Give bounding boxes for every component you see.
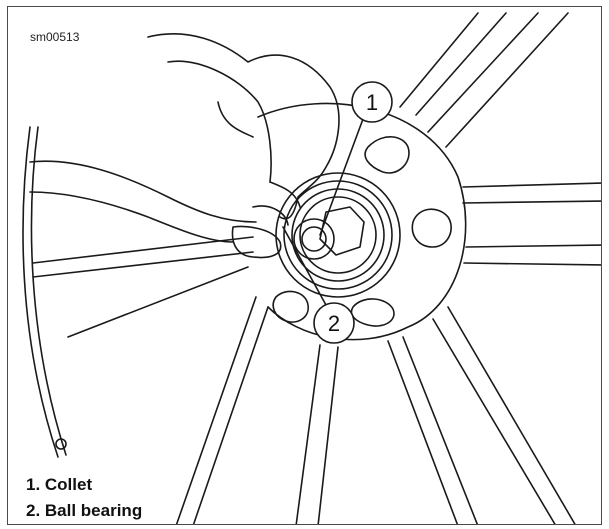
- leader-line-2: [282, 226, 327, 306]
- valve-hole: [55, 438, 67, 450]
- leader-line-1: [319, 118, 364, 236]
- figure-id: sm00513: [30, 30, 80, 44]
- callout-2-number: 2: [328, 311, 340, 336]
- callout-2: 2: [313, 302, 355, 344]
- wheel-hub-illustration: 1 2: [22, 12, 601, 524]
- spokes: [32, 12, 601, 524]
- rim-outline: [22, 126, 59, 458]
- legend-item-collet: 1. Collet: [26, 475, 93, 494]
- collet: [293, 206, 365, 260]
- rim-inner-outline: [30, 126, 67, 456]
- callout-1: 1: [351, 81, 393, 123]
- hub-outline: [257, 102, 467, 341]
- ball-bearing: [275, 172, 401, 298]
- illustration-frame: 1 2 sm00513 1. Collet 2. Ball bearing: [7, 6, 602, 525]
- legend-item-ball-bearing: 2. Ball bearing: [26, 501, 143, 520]
- hands: [29, 33, 340, 259]
- callout-1-number: 1: [366, 90, 378, 115]
